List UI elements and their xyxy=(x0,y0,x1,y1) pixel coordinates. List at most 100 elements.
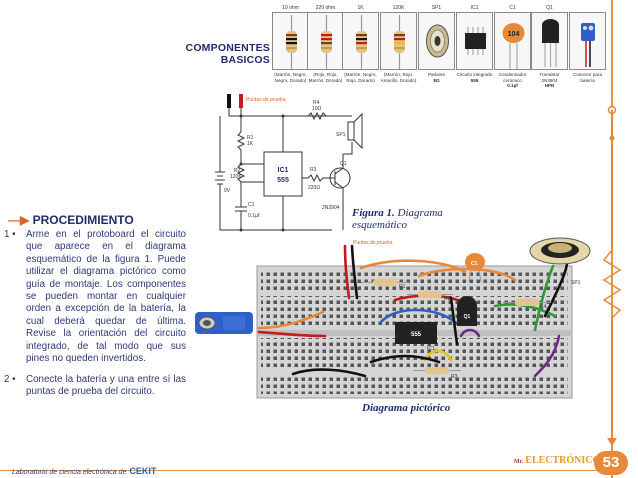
component-value: 10 ohm xyxy=(282,5,299,11)
pictorial-555-label: 555 xyxy=(411,332,422,338)
step-text: Conecte la batería y una entre sí las pu… xyxy=(26,374,186,398)
schematic-r4-label: R4 xyxy=(313,100,320,106)
schematic-battery-value: 9V xyxy=(224,188,231,194)
component-caption: Condensador cerámico xyxy=(498,72,527,83)
brand-logo: CEKIT xyxy=(129,466,157,476)
resistor-icon xyxy=(394,15,405,69)
resistor-1k-image xyxy=(342,12,379,70)
figure-caption-bold: Figura 1. xyxy=(352,207,395,219)
pictorial-ic1-label: IC1 xyxy=(427,346,435,352)
transistor-image xyxy=(531,12,568,70)
pictorial-speaker xyxy=(529,237,591,265)
resistor-10ohm-image xyxy=(272,12,309,70)
schematic-test-points-label: Puntas de prueba xyxy=(246,97,286,103)
component-caption: Conector para batería xyxy=(572,72,603,83)
pictorial-r4-label: R4 xyxy=(540,304,547,310)
decoration-zigzag xyxy=(602,105,622,446)
procedure-heading: —▶ PROCEDIMIENTO xyxy=(8,213,134,227)
ic-image xyxy=(456,12,493,70)
pictorial-r1-label: R1 xyxy=(399,284,406,290)
component-value: IC1 xyxy=(470,5,479,11)
resistor-icon xyxy=(321,15,332,69)
component-caption: Parlante xyxy=(427,72,446,77)
schematic-q1-label: Q1 xyxy=(340,161,347,167)
component-caption: (Marrón, Negro, Negro, Dorado) xyxy=(274,72,307,83)
schematic-c1-label: C1 xyxy=(248,202,255,208)
resistor-icon xyxy=(286,15,297,69)
component-caption: (Marrón, Negro, Rojo, Dorado) xyxy=(344,72,377,83)
pictorial-battery-connector xyxy=(195,312,253,334)
step-text: Arme en el protoboard el circuito que ap… xyxy=(26,229,186,365)
figure-caption-text: Diagrama esquemático xyxy=(352,207,443,231)
pictorial-test-points-label: Puntas de prueba xyxy=(353,240,393,246)
schematic-q1-value: 2N3904 xyxy=(322,205,340,211)
step-number: 1 • xyxy=(4,229,16,240)
logo-text: ELECTRÓNICO xyxy=(525,455,601,466)
capacitor-icon: 104 xyxy=(502,23,525,69)
procedure-heading-text: PROCEDIMIENTO xyxy=(32,213,134,227)
battery-connector-image xyxy=(569,12,606,70)
resistor-120k-image xyxy=(380,12,417,70)
capacitor-image: 104 xyxy=(494,12,531,70)
component-caption-bold: 8Ω xyxy=(433,77,440,83)
pictorial-ic xyxy=(395,322,437,344)
battery-connector-icon xyxy=(581,23,595,67)
component-caption-bold: 0.1µf xyxy=(507,83,518,88)
speaker-icon xyxy=(426,24,449,58)
component-caption-bold: 555 xyxy=(470,77,479,83)
component-value xyxy=(569,5,606,12)
schematic-r4-value: 10Ω xyxy=(312,106,322,112)
pictorial-sp1-label: SP1 xyxy=(571,280,581,286)
component-value: 1K xyxy=(357,5,364,11)
component-value: 220 ohm xyxy=(315,5,336,11)
resistor-220ohm-image xyxy=(307,12,344,70)
footer-line xyxy=(0,470,600,471)
schematic-c1-value: 0.1µf xyxy=(248,213,260,219)
component-caption: Transistor 2N3904 xyxy=(539,72,560,83)
ic-chip-icon xyxy=(465,27,486,55)
mr-electronico-logo: Mr.ELECTRÓNICO xyxy=(514,455,602,466)
components-title: COMPONENTES BASICOS xyxy=(178,42,270,66)
logo-small-text: Mr. xyxy=(514,459,524,465)
figure-caption: Figura 1. Diagrama esquemático xyxy=(352,207,482,231)
pictorial-diagram: Puntas de prueba C1 R1 R2 R4 SP1 555 IC1… xyxy=(195,237,591,399)
component-value: Q1 xyxy=(546,5,553,11)
schematic-r1-value: 1K xyxy=(247,141,254,147)
component-card-battery-connector: Conector para batería xyxy=(569,5,606,83)
schematic-r2-label: R2 xyxy=(234,168,241,174)
schematic-diagram: Puntas de prueba R4 10Ω R1 1K R2 120K IC… xyxy=(215,94,363,232)
schematic-r3-value: 220Ω xyxy=(308,185,320,191)
component-card-r-220ohm: 220 ohm (Rojo, Rojo, Marrón, Dorado) xyxy=(307,5,344,83)
schematic-sp1-label: SP1 xyxy=(336,132,346,138)
schematic-r1-label: R1 xyxy=(247,135,254,141)
component-card-r-1k: 1K (Marrón, Negro, Rojo, Dorado) xyxy=(342,5,379,83)
schematic-ic-label: IC1 xyxy=(278,167,289,174)
schematic-r3-label: R3 xyxy=(310,167,317,173)
component-caption: Circuito integrado xyxy=(456,72,493,77)
pictorial-r2-label: R2 xyxy=(444,296,451,302)
transistor-icon xyxy=(542,19,559,67)
pictorial-r3-label: R3 xyxy=(451,374,458,380)
component-caption: (Marrón, Rojo, Amarillo, Dorado) xyxy=(380,72,417,83)
schematic-ic-value: 555 xyxy=(277,177,289,184)
component-value: C1 xyxy=(509,5,516,11)
capacitor-marking: 104 xyxy=(508,31,520,38)
component-card-r-10ohm: 10 ohm (Marrón, Negro, Negro, Dorado) xyxy=(272,5,309,83)
components-title-line1: COMPONENTES xyxy=(185,42,270,54)
arrow-right-icon: —▶ xyxy=(8,213,30,227)
pictorial-c1-label: C1 xyxy=(471,261,478,267)
component-caption-bold: NPN xyxy=(544,83,555,88)
page-number: 53 xyxy=(594,451,628,475)
step-number: 2 • xyxy=(4,374,16,385)
speaker-image xyxy=(418,12,455,70)
schematic-r2-value: 120K xyxy=(230,174,242,180)
pictorial-q1-label: Q1 xyxy=(464,314,471,320)
resistor-icon xyxy=(356,15,367,69)
component-caption: (Rojo, Rojo, Marrón, Dorado) xyxy=(308,72,343,83)
